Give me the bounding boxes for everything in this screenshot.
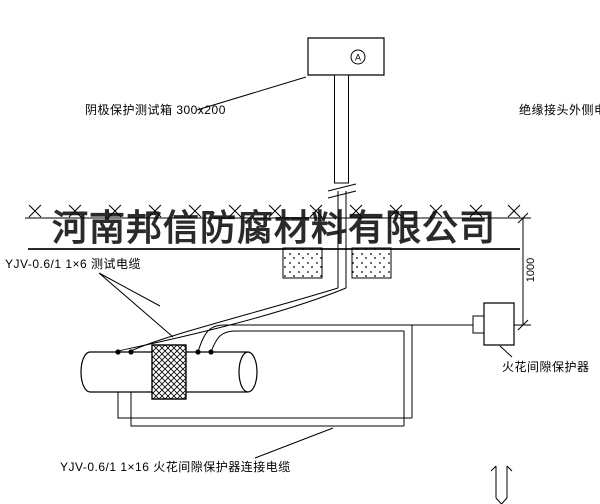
ground-rod-symbol xyxy=(491,466,512,504)
protector-cable-leader-line xyxy=(255,428,333,458)
spark-gap-label: 火花间隙保护器 xyxy=(502,360,590,374)
spark-gap-protector-stem xyxy=(473,316,484,333)
concrete-block-left xyxy=(283,248,322,278)
dimension-1000: 1000 xyxy=(514,213,537,330)
dimension-text: 1000 xyxy=(525,258,537,282)
concrete-block-right xyxy=(352,248,391,278)
test-cable-label: YJV-0.6/1 1×6 测试电缆 xyxy=(5,257,142,271)
dimension-ticks xyxy=(518,213,528,330)
spark-gap-protector-box xyxy=(484,303,514,345)
test-box-label: 阴极保护测试箱 300x200 xyxy=(85,103,226,117)
test-cable-leader-lines xyxy=(99,273,173,337)
protector-cable-upper-2 xyxy=(211,331,404,352)
pipeline xyxy=(81,352,257,392)
protector-cable-verticals xyxy=(404,325,412,426)
conduit-riser xyxy=(335,75,349,183)
insulating-joint-hatch xyxy=(152,345,186,399)
protector-cable-upper-1 xyxy=(198,325,473,352)
test-cable-run-2 xyxy=(118,288,346,351)
spark-gap-leader-line xyxy=(500,346,512,357)
test-box-leader-line xyxy=(197,77,306,110)
conduit-break-symbol xyxy=(328,184,356,198)
protector-cable-label: YJV-0.6/1 1×16 火花间隙保护器连接电缆 xyxy=(60,460,291,474)
pipe-left-cap xyxy=(81,352,90,392)
pipe-right-cap xyxy=(239,352,257,392)
company-watermark: 河南邦信防腐材料有限公司 xyxy=(28,206,520,250)
test-box xyxy=(308,38,384,75)
conduit-lower xyxy=(338,191,346,288)
ammeter-circle xyxy=(351,50,365,64)
weld-point xyxy=(115,349,121,355)
protector-cable-lower xyxy=(118,392,412,426)
ammeter-symbol: A xyxy=(355,53,361,63)
weld-point xyxy=(128,349,134,355)
joint-cable-label: 绝缘接头外侧电缆 xyxy=(519,103,600,117)
